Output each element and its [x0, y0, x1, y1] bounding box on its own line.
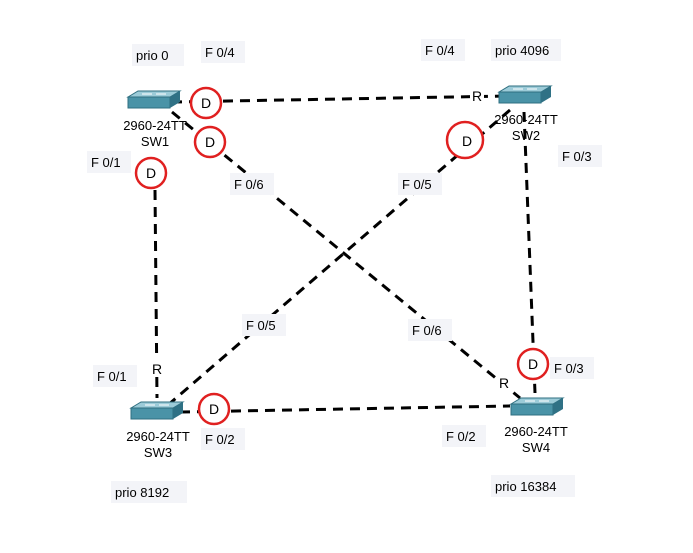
- sw4-name: SW4: [522, 440, 550, 455]
- port-label-sw1-f04: F 0/4: [205, 45, 235, 60]
- link-sw2-sw3: [167, 108, 511, 407]
- sw4-model: 2960-24TT: [504, 424, 568, 439]
- port-label-sw1-f06: F 0/6: [234, 177, 264, 192]
- role-marker-sw3-f01: R: [152, 361, 162, 377]
- svg-text:D: D: [462, 133, 472, 149]
- role-marker-sw1-f06: D: [193, 125, 227, 159]
- svg-text:D: D: [146, 165, 156, 181]
- port-label-sw2-f04: F 0/4: [425, 43, 455, 58]
- switch-sw4-icon[interactable]: [509, 397, 565, 416]
- link-sw3-sw4: [179, 404, 511, 414]
- sw2-name: SW2: [512, 128, 540, 143]
- port-label-sw4-f02: F 0/2: [446, 429, 476, 444]
- role-marker-sw2-f05: D: [445, 120, 485, 160]
- sw3-model: 2960-24TT: [126, 429, 190, 444]
- sw1-model: 2960-24TT: [123, 118, 187, 133]
- sw3-name: SW3: [144, 445, 172, 460]
- role-marker-sw1-f04: D: [189, 86, 223, 120]
- switch-sw3-icon[interactable]: [129, 401, 185, 420]
- sw4-priority: prio 16384: [495, 479, 556, 494]
- link-sw1-sw2: [171, 94, 508, 104]
- sw1-priority: prio 0: [136, 48, 169, 63]
- role-marker-sw1-f01: D: [134, 156, 168, 190]
- sw2-priority: prio 4096: [495, 43, 549, 58]
- role-marker-sw2-f04: R: [472, 88, 482, 104]
- sw1-name: SW1: [141, 134, 169, 149]
- port-label-sw3-f02: F 0/2: [205, 432, 235, 447]
- port-label-sw3-f05: F 0/5: [246, 318, 276, 333]
- role-marker-sw4-f06: R: [499, 375, 509, 391]
- port-label-sw2-f05: F 0/5: [402, 177, 432, 192]
- svg-text:D: D: [205, 134, 215, 150]
- sw3-priority: prio 8192: [115, 485, 169, 500]
- role-marker-sw4-f03: D: [516, 347, 550, 381]
- link-sw1-sw4: [171, 110, 521, 400]
- port-label-sw4-f06: F 0/6: [412, 323, 442, 338]
- role-marker-sw3-f02: D: [197, 392, 231, 426]
- link-sw2-sw4: [522, 111, 537, 394]
- port-label-sw3-f01: F 0/1: [97, 369, 127, 384]
- svg-text:D: D: [528, 356, 538, 372]
- port-label-sw1-f01: F 0/1: [91, 155, 121, 170]
- links: [153, 94, 537, 414]
- switch-sw2-icon[interactable]: [497, 85, 553, 104]
- sw2-model: 2960-24TT: [494, 112, 558, 127]
- svg-text:D: D: [209, 401, 219, 417]
- svg-text:D: D: [201, 95, 211, 111]
- port-label-sw2-f03: F 0/3: [562, 149, 592, 164]
- switch-sw1-icon[interactable]: [126, 90, 182, 109]
- port-label-sw4-f03: F 0/3: [554, 361, 584, 376]
